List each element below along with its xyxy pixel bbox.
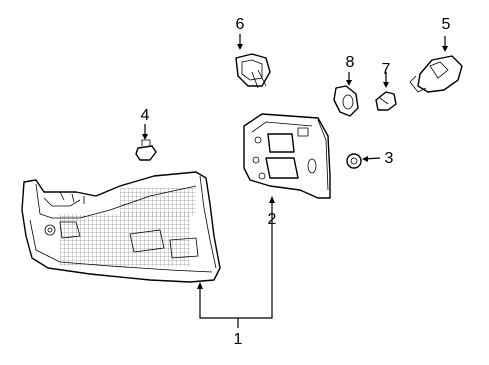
tail-lamp-lens-part [21, 171, 221, 283]
socket-part [409, 36, 463, 93]
callout-6: 6 [235, 16, 245, 33]
callout-4: 4 [140, 107, 150, 124]
callout-5: 5 [441, 16, 451, 33]
wedge-bulb-part [375, 72, 397, 111]
grommet-part [346, 153, 381, 169]
callout-2: 2 [267, 211, 277, 228]
callout-3: 3 [384, 150, 394, 167]
lamp-housing-part [243, 113, 331, 199]
wire-socket-part [235, 34, 271, 89]
callout-7: 7 [381, 61, 391, 78]
bulb-part [333, 72, 359, 117]
callout-1-2-leaders [197, 196, 275, 328]
clip-part [135, 124, 157, 161]
callout-1: 1 [233, 331, 243, 348]
callout-8: 8 [345, 54, 355, 71]
